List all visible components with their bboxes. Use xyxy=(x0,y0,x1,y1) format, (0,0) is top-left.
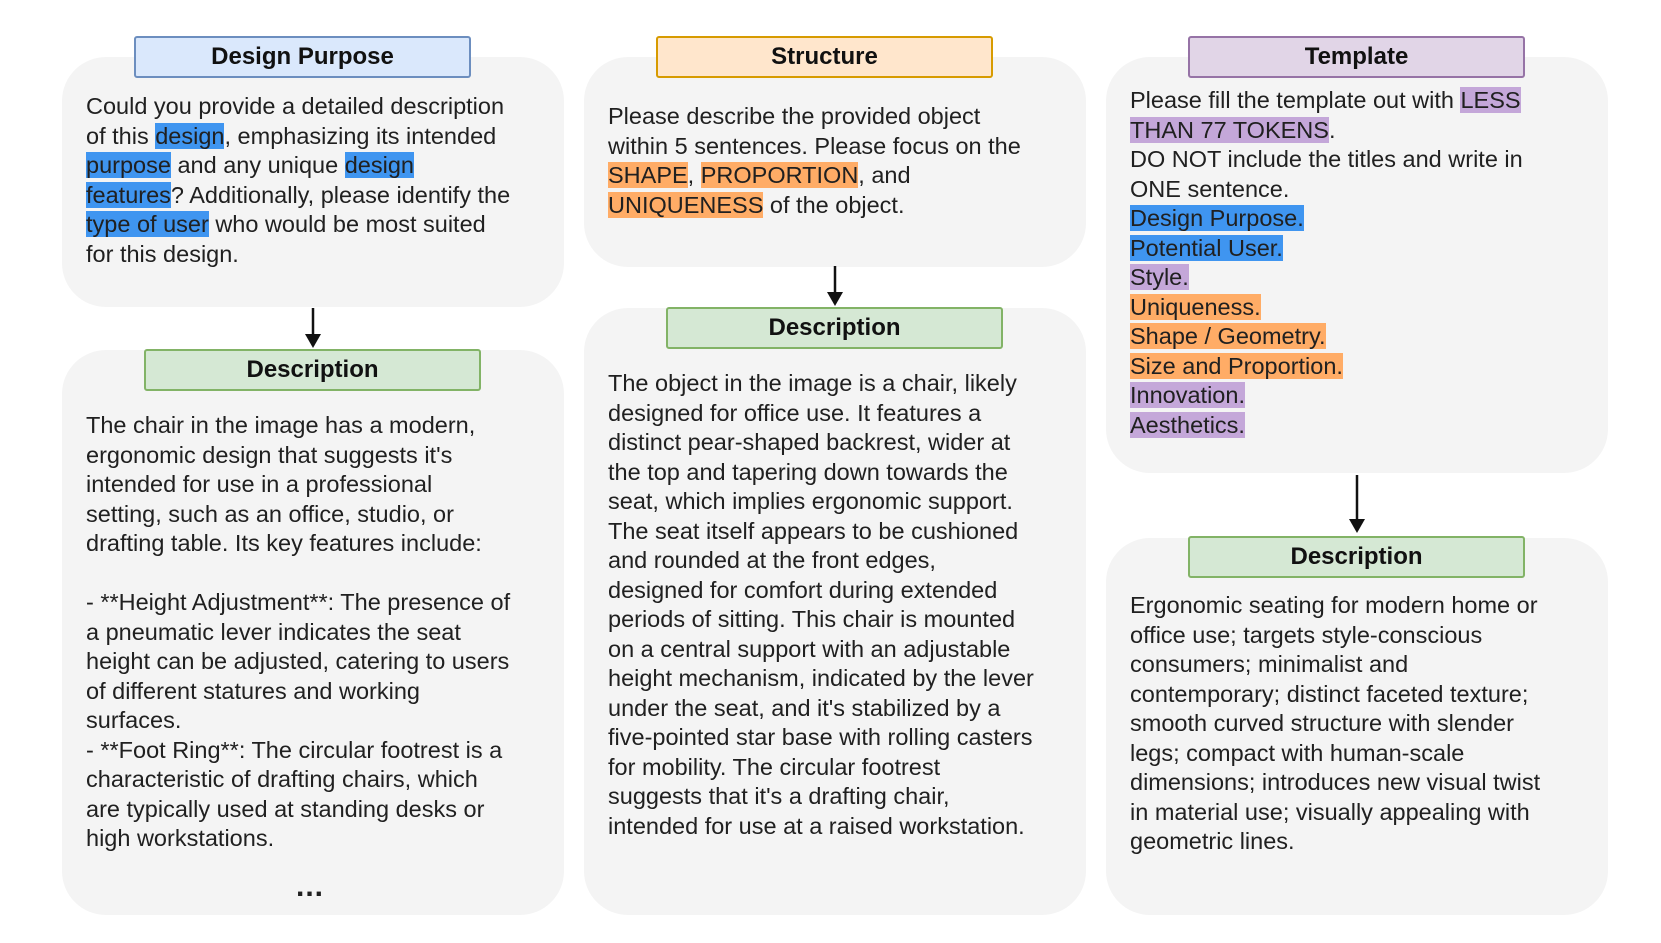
description-panel-3 xyxy=(1106,538,1608,915)
description-text-2: The object in the image is a chair, like… xyxy=(608,370,1034,839)
template-item-aesthetics: Aesthetics. xyxy=(1130,411,1245,438)
template-item-style: Style. xyxy=(1130,264,1189,290)
description-text-1: The chair in the image has a modern, erg… xyxy=(86,412,511,851)
description-panel-1 xyxy=(62,350,564,915)
arrow-down-icon xyxy=(305,308,321,348)
description-label-2: Description xyxy=(666,307,1003,349)
template-item-size-proportion: Size and Proportion. xyxy=(1130,352,1343,379)
structure-label: Structure xyxy=(656,36,993,78)
template-item-potential-user: Potential User. xyxy=(1130,234,1283,261)
template-item-shape-geometry: Shape / Geometry. xyxy=(1130,323,1326,349)
template-item-uniqueness: Uniqueness. xyxy=(1130,293,1261,320)
template-item-design-purpose: Design Purpose. xyxy=(1130,205,1304,231)
design-purpose-label: Design Purpose xyxy=(134,36,471,78)
description-label-3: Description xyxy=(1188,536,1525,578)
template-prompt: Please fill the template out with LESS T… xyxy=(1130,87,1523,438)
arrow-down-icon xyxy=(827,266,843,306)
template-label: Template xyxy=(1188,36,1525,78)
description-text-3: Ergonomic seating for modern home or off… xyxy=(1130,592,1541,854)
design-purpose-prompt: Could you provide a detailed description… xyxy=(86,93,511,267)
description-panel-2 xyxy=(584,308,1086,915)
template-item-innovation: Innovation. xyxy=(1130,382,1245,408)
structure-prompt: Please describe the provided object with… xyxy=(608,103,1021,218)
ellipsis: ... xyxy=(296,870,325,903)
arrow-down-icon xyxy=(1349,475,1365,533)
description-label-1: Description xyxy=(144,349,481,391)
